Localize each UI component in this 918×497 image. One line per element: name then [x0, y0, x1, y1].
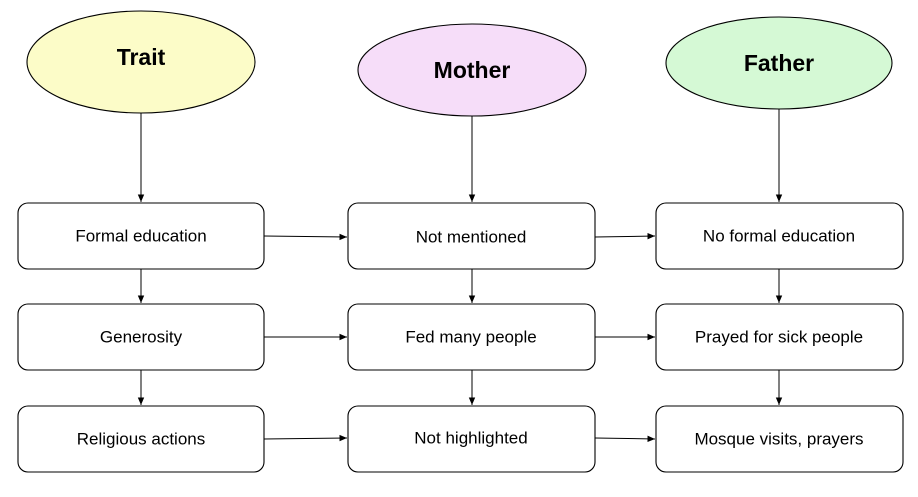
row-1-father-node: No formal education: [655, 202, 904, 270]
row-3-mother-box: [347, 405, 596, 473]
row-1-trait-label: Formal education: [75, 227, 206, 246]
trait-header-node: Trait: [26, 10, 256, 114]
row-1-father-label: No formal education: [703, 227, 855, 246]
mother-header-node: Mother: [357, 23, 587, 117]
mother-header-label: Mother: [434, 57, 511, 83]
row-3-trait-label: Religious actions: [77, 430, 206, 449]
arrow-row-1-mother-to-father: [594, 232, 656, 240]
row-3-father-label: Mosque visits, prayers: [694, 430, 863, 449]
row-1-mother-node: Not mentioned: [347, 202, 596, 270]
row-2-mother-node: Fed many people: [347, 303, 596, 371]
arrow-row-1-trait-to-mother: [263, 233, 348, 241]
row-1-trait-node: Formal education: [17, 202, 265, 270]
row-2-father-node: Prayed for sick people: [655, 303, 904, 371]
father-header-node: Father: [665, 16, 893, 110]
row-2-mother-label: Fed many people: [405, 328, 536, 347]
row-2-trait-label: Generosity: [100, 328, 183, 347]
row-3-father-box: [655, 405, 904, 473]
arrow-row-3-trait-to-mother: [263, 434, 348, 442]
row-3-trait-node: Religious actions: [17, 405, 265, 473]
row-2-father-label: Prayed for sick people: [695, 328, 863, 347]
arrow-row-3-mother-to-father: [594, 435, 656, 443]
row-2-trait-node: Generosity: [17, 303, 265, 371]
row-1-mother-label: Not mentioned: [416, 228, 527, 247]
father-header-label: Father: [744, 50, 814, 76]
row-3-mother-label: Not highlighted: [414, 429, 527, 448]
row-3-father-node: Mosque visits, prayers: [655, 405, 904, 473]
trait-header-label: Trait: [117, 44, 166, 70]
row-3-mother-node: Not highlighted: [347, 405, 596, 473]
